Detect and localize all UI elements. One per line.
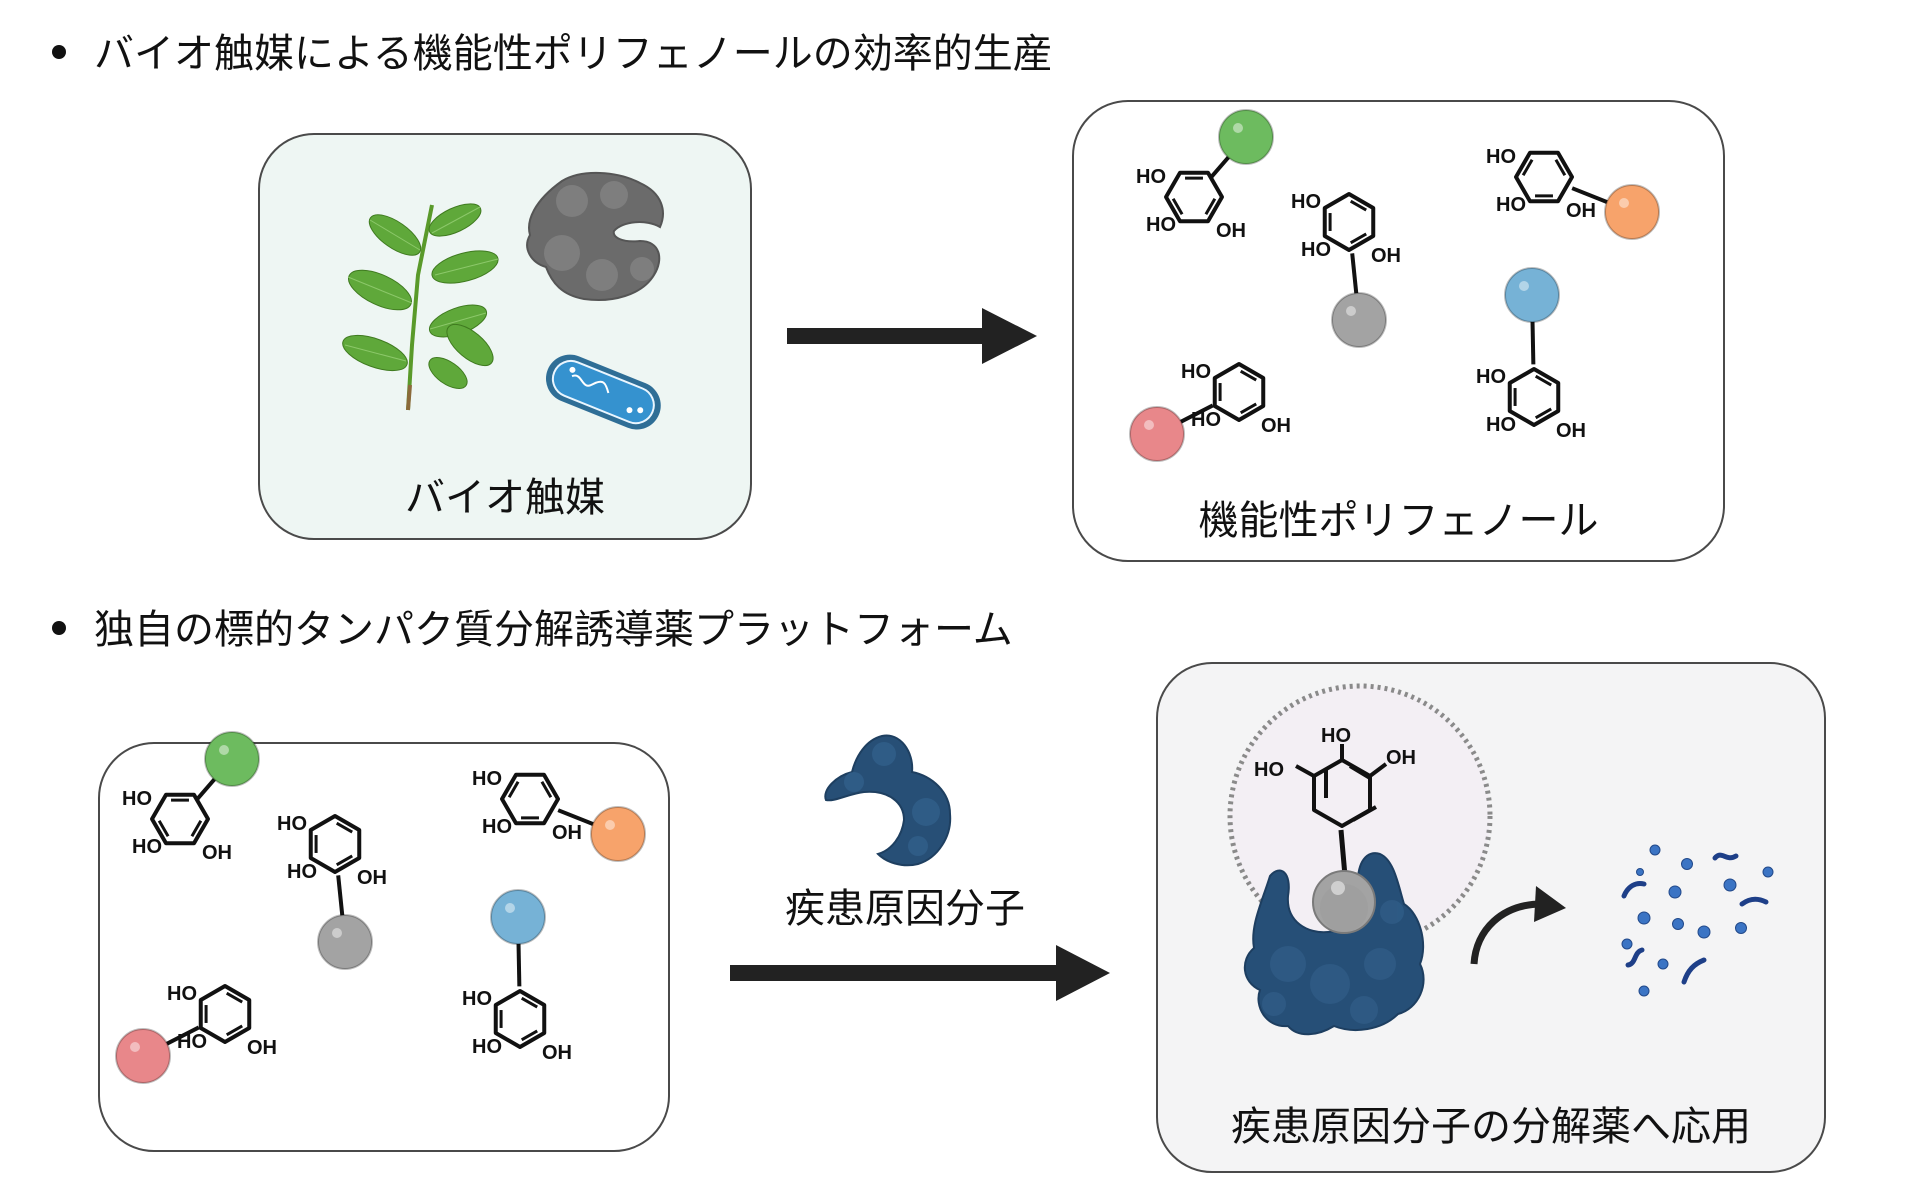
bullet-icon — [52, 45, 66, 59]
hydroxyl-label: HO — [1254, 759, 1284, 781]
degrader-illustration: HO HO OH — [1227, 683, 1774, 1036]
degrader-application-box: HO HO OH 疾患原因分子の分解薬へ応用 — [1156, 662, 1826, 1173]
hydroxyl-label: HO — [122, 788, 152, 810]
biocatalyst-label: バイオ触媒 — [405, 475, 605, 521]
hydroxyl-label: HO — [132, 836, 162, 858]
hydroxyl-label: OH — [1371, 245, 1401, 267]
orange-ball-icon — [1604, 184, 1660, 240]
hydroxyl-label: OH — [357, 867, 387, 889]
red-ball-icon — [1129, 406, 1185, 462]
polyphenol-molecule: HO HO OH — [472, 768, 646, 862]
hydroxyl-label: OH — [1261, 415, 1291, 437]
hydroxyl-label: HO — [1321, 725, 1351, 747]
hydroxyl-label: HO — [1476, 366, 1506, 388]
polyphenol-set: HO HO OH HO HO OH HO HO OH HO HO OH HO HO OH — [115, 731, 646, 1084]
bacterium-icon — [545, 354, 661, 430]
hydroxyl-label: HO — [1486, 414, 1516, 436]
functional-polyphenol-box: HO HO OH HO HO OH HO HO OH HO HO OH HO HO OH 機能性ポリフェノー… — [1072, 100, 1725, 562]
functional-polyphenol-label: 機能性ポリフェノール — [1198, 498, 1599, 544]
section-heading-biocatalysis: バイオ触媒による機能性ポリフェノールの効率的生産 — [52, 28, 1053, 80]
hydroxyl-label: HO — [1291, 191, 1321, 213]
hydroxyl-label: HO — [277, 813, 307, 835]
hydroxyl-label: HO — [1136, 166, 1166, 188]
hydroxyl-label: HO — [1496, 194, 1526, 216]
hydroxyl-label: OH — [542, 1042, 572, 1064]
orange-ball-icon — [590, 806, 646, 862]
blue-ball-icon — [1504, 267, 1560, 323]
hydroxyl-label: OH — [552, 822, 582, 844]
polyphenol-molecule: HO HO OH — [462, 889, 572, 1064]
polyphenol-library-box: HO HO OH HO HO OH HO HO OH HO HO OH HO HO OH — [98, 731, 670, 1152]
polyphenol-molecule: HO HO OH — [1476, 267, 1586, 442]
hydroxyl-label: HO — [1181, 361, 1211, 383]
green-ball-icon — [1218, 109, 1274, 165]
disease-molecule-label: 疾患原因分子 — [785, 886, 1025, 932]
hydroxyl-label: OH — [1556, 420, 1586, 442]
hydroxyl-label: HO — [1486, 146, 1516, 168]
heading-text: 独自の標的タンパク質分解誘導薬プラットフォーム — [94, 607, 1013, 653]
gray-ball-icon — [317, 914, 373, 970]
blue-ball-icon — [490, 889, 546, 945]
hydroxyl-label: HO — [1301, 239, 1331, 261]
arrow-right-icon — [787, 308, 1037, 364]
red-ball-icon — [115, 1028, 171, 1084]
section-heading-degrader-platform: 独自の標的タンパク質分解誘導薬プラットフォーム — [52, 604, 1013, 656]
biocatalyst-box: バイオ触媒 — [258, 133, 752, 540]
heading-text: バイオ触媒による機能性ポリフェノールの効率的生産 — [94, 31, 1053, 77]
hydroxyl-label: HO — [462, 988, 492, 1010]
polyphenol-molecule: HO HO OH — [122, 731, 260, 864]
curved-arrow-icon — [1534, 886, 1566, 922]
hydroxyl-label: HO — [482, 816, 512, 838]
hydroxyl-label: OH — [1216, 220, 1246, 242]
polyphenol-molecule: HO HO OH — [1291, 191, 1401, 348]
degrader-application-label: 疾患原因分子の分解薬へ応用 — [1231, 1104, 1751, 1150]
hydroxyl-label: OH — [202, 842, 232, 864]
hydroxyl-label: HO — [287, 861, 317, 883]
green-ball-icon — [204, 731, 260, 787]
degraded-fragments — [1621, 844, 1774, 997]
polyphenol-molecule: HO HO OH — [115, 983, 277, 1084]
disease-protein-icon — [824, 734, 952, 867]
gray-ball-icon — [1331, 292, 1387, 348]
hydroxyl-label: HO — [177, 1031, 207, 1053]
polyphenol-set: HO HO OH HO HO OH HO HO OH HO HO OH HO HO OH — [1129, 109, 1660, 462]
hydroxyl-label: HO — [167, 983, 197, 1005]
hydroxyl-label: OH — [1566, 200, 1596, 222]
polyphenol-molecule: HO HO OH — [1486, 146, 1660, 240]
enzyme-icon — [526, 172, 664, 301]
hydroxyl-label: OH — [1386, 747, 1416, 769]
target-protein-icon — [1244, 852, 1425, 1036]
hydroxyl-label: HO — [1146, 214, 1176, 236]
hydroxyl-label: HO — [472, 768, 502, 790]
polyphenol-molecule: HO HO OH — [1129, 361, 1291, 462]
tea-plant-icon — [342, 203, 499, 411]
polyphenol-molecule: HO HO OH — [277, 813, 387, 970]
arrow-right-icon — [730, 945, 1110, 1001]
polyphenol-molecule: HO HO OH — [1136, 109, 1274, 242]
hydroxyl-label: OH — [247, 1037, 277, 1059]
hydroxyl-label: HO — [472, 1036, 502, 1058]
hydroxyl-label: HO — [1191, 409, 1221, 431]
bullet-icon — [52, 621, 66, 635]
